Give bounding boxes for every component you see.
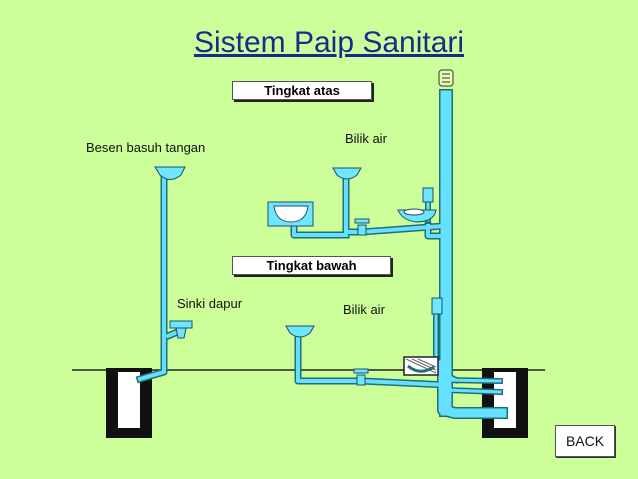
- floor-label-lower: Tingkat bawah: [232, 256, 391, 275]
- floor-trap-upper-icon: [354, 218, 370, 236]
- squat-toilet-icon: [403, 356, 439, 376]
- vent-cap-icon: [438, 69, 454, 87]
- label-basin: Besen basuh tangan: [86, 140, 206, 155]
- floor-trap-lower-icon: [353, 368, 369, 386]
- bathroom-basin-lower-icon: [285, 325, 315, 338]
- label-bathroom-upper: Bilik air: [345, 131, 387, 146]
- bathroom-basin-upper-icon: [332, 167, 362, 180]
- back-button[interactable]: BACK: [555, 425, 615, 457]
- page-title: Sistem Paip Sanitari: [193, 26, 465, 59]
- label-bathroom-lower: Bilik air: [343, 302, 385, 317]
- kitchen-sink-icon: [169, 320, 193, 339]
- cistern-lower-icon: [431, 297, 443, 315]
- basin-icon: [154, 166, 186, 180]
- floor-label-upper: Tingkat atas: [232, 81, 372, 100]
- label-kitchen-sink: Sinki dapur: [177, 296, 243, 311]
- toilet-upper-icon: [397, 187, 437, 223]
- bathtub-icon: [267, 201, 314, 227]
